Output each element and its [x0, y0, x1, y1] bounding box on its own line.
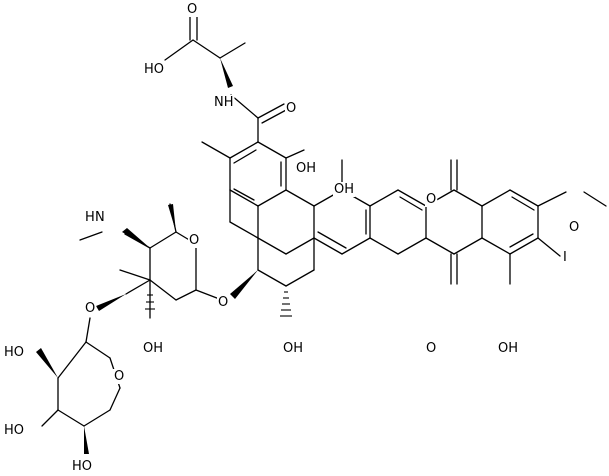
atom-amide-nitrogen: NH — [214, 95, 234, 110]
atom-interglycosidic-oxygen: O — [85, 301, 95, 316]
atom-label-background — [568, 220, 581, 235]
atom-methoxy-oxygen: O — [569, 220, 579, 235]
atom-label-background — [71, 459, 94, 474]
atom-phenol-oxygen-b: OH — [334, 182, 354, 197]
atom-quinone-oxygen-bottom: O — [426, 341, 436, 356]
atom-sugar2-hydroxyl-top: HO — [4, 345, 24, 360]
atom-label-background — [425, 341, 438, 356]
atom-label-background — [142, 341, 165, 356]
atom-label-background — [188, 233, 201, 248]
atom-label-background — [295, 161, 318, 176]
atom-benzylic-hydroxyl: OH — [283, 341, 303, 356]
atom-methylamino-nitrogen: N — [95, 210, 105, 225]
atom-sugar2-hydroxyl-bottom: HO — [72, 459, 92, 474]
atom-label-background — [213, 95, 235, 110]
atom-sugar2-ring-oxygen: O — [114, 369, 124, 384]
atom-glycosidic-oxygen: O — [218, 295, 228, 310]
atom-sugar1-ring-oxygen: O — [189, 233, 199, 248]
atom-label-background — [425, 192, 438, 207]
atom-methylamino-hydrogen: H — [85, 210, 95, 225]
atom-label-background — [3, 423, 26, 438]
atom-label-background — [94, 210, 106, 225]
atom-label-background — [217, 295, 230, 310]
atom-iodine: I — [563, 250, 567, 265]
atom-label-layer: O HO NH O OH OH O O I O OH OH O O OH N H… — [3, 2, 581, 474]
bond-layer — [36, 14, 607, 454]
atom-label-background — [143, 62, 166, 77]
atom-sugar2-hydroxyl-mid: HO — [4, 423, 24, 438]
atom-sugar1-hydroxyl: OH — [143, 341, 163, 356]
atom-label-background — [84, 301, 97, 316]
atom-label-background — [186, 2, 199, 17]
atom-carboxyl-hydroxyl: HO — [144, 62, 164, 77]
atom-phenol-oxygen-a: OH — [296, 161, 316, 176]
atom-phenol-oxygen-c: OH — [498, 341, 518, 356]
atom-label-background — [282, 341, 305, 356]
atom-carbonyl-oxygen: O — [187, 2, 197, 17]
atom-label-background — [285, 101, 298, 116]
atom-label-background — [84, 210, 96, 225]
atom-quinone-oxygen-top: O — [426, 192, 436, 207]
atom-label-background — [113, 369, 126, 384]
atom-label-background — [333, 182, 356, 197]
atom-label-background — [3, 345, 26, 360]
atom-label-background — [497, 341, 520, 356]
atom-amide-oxygen: O — [286, 101, 296, 116]
atom-label-background — [562, 250, 568, 265]
